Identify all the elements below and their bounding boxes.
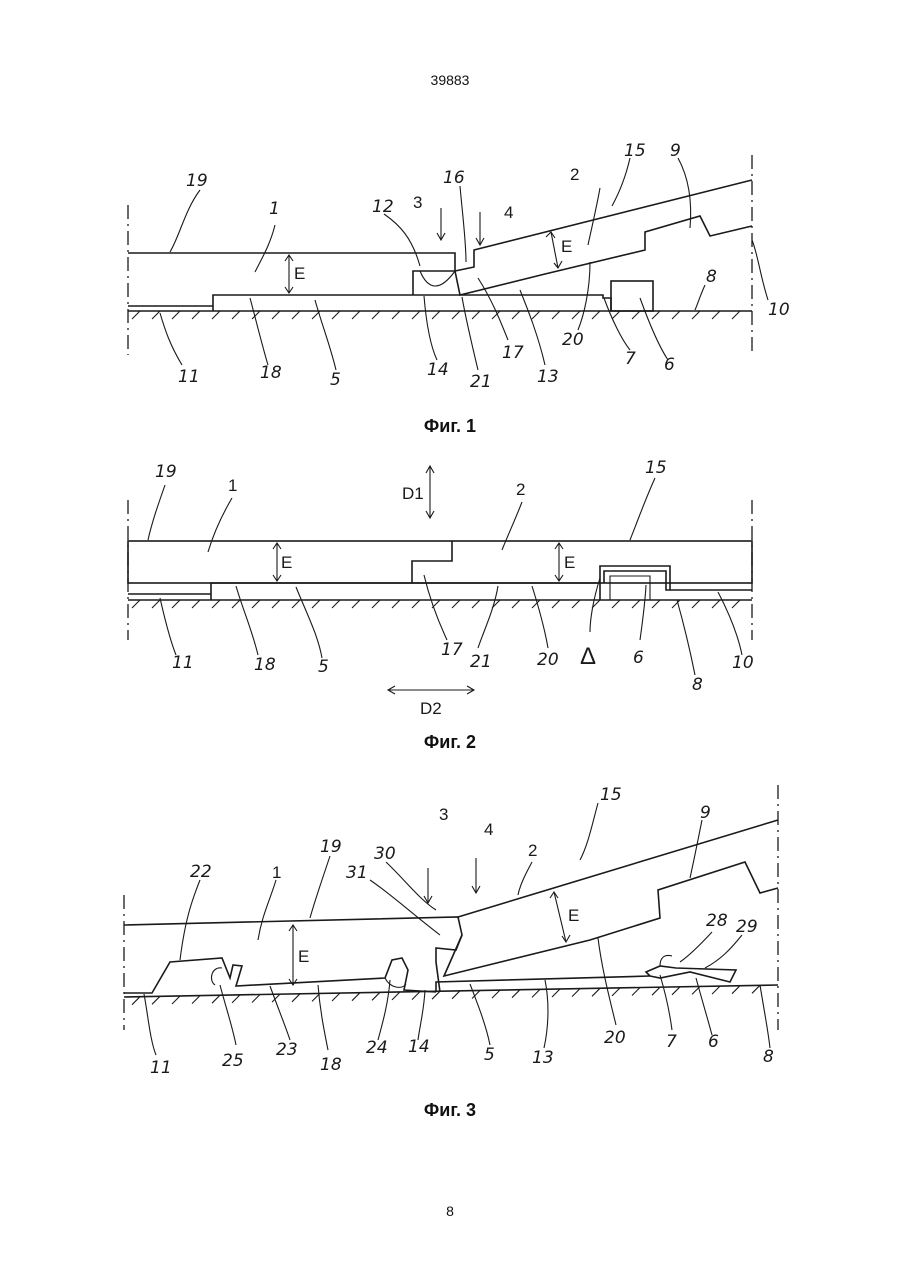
figure-1-caption: Фиг. 1 bbox=[0, 416, 900, 437]
ref-label: 11 bbox=[172, 653, 194, 673]
ref-label: 19 bbox=[320, 837, 342, 857]
ref-label: 1 bbox=[269, 199, 280, 219]
ref-label: 24 bbox=[366, 1038, 388, 1058]
ref-label: 16 bbox=[443, 168, 465, 188]
direction-label: D2 bbox=[420, 699, 442, 718]
ref-label: 2 bbox=[570, 165, 579, 184]
ground-hatching bbox=[132, 311, 740, 319]
ref-label: 18 bbox=[320, 1055, 342, 1075]
ref-label: 4 bbox=[504, 203, 513, 222]
ref-label: 17 bbox=[441, 640, 463, 660]
dimension-label: E bbox=[561, 237, 572, 256]
ref-label: 20 bbox=[562, 330, 584, 350]
direction-label: D1 bbox=[402, 484, 424, 503]
ref-label: 7 bbox=[625, 349, 636, 369]
ref-label: 21 bbox=[470, 372, 492, 392]
ref-label: 11 bbox=[178, 367, 200, 387]
ref-label: 14 bbox=[427, 360, 449, 380]
ref-label: 15 bbox=[645, 458, 667, 478]
ref-label: 28 bbox=[706, 911, 728, 931]
ref-label: 2 bbox=[516, 480, 525, 499]
ref-label: 1 bbox=[272, 863, 281, 882]
ref-label: 10 bbox=[732, 653, 754, 673]
ref-label: 5 bbox=[330, 370, 341, 390]
ref-label: 2 bbox=[528, 841, 537, 860]
ref-label: 5 bbox=[484, 1045, 495, 1065]
figure-3-caption: Фиг. 3 bbox=[0, 1100, 900, 1121]
ref-label: 9 bbox=[700, 803, 711, 823]
ref-label: 1 bbox=[228, 476, 237, 495]
dimension-label: E bbox=[281, 553, 292, 572]
ref-label: 18 bbox=[260, 363, 282, 383]
ref-label: 5 bbox=[318, 657, 329, 677]
ref-label: 19 bbox=[155, 462, 177, 482]
ref-label: 23 bbox=[276, 1040, 298, 1060]
ground-hatching bbox=[132, 600, 740, 608]
ref-label: 4 bbox=[484, 820, 493, 839]
ref-label: 25 bbox=[222, 1051, 244, 1071]
ref-label: 3 bbox=[439, 805, 448, 824]
dimension-label: E bbox=[294, 264, 305, 283]
ref-label: 22 bbox=[190, 862, 212, 882]
dimension-label: E bbox=[568, 906, 579, 925]
ref-label: 15 bbox=[600, 785, 622, 805]
figure-3-drawing: 22 1 19 30 31 3 4 2 15 9 28 29 E E 11 25… bbox=[0, 770, 900, 1090]
ref-label: 7 bbox=[666, 1032, 677, 1052]
ref-label: Δ bbox=[580, 643, 596, 670]
ref-label: 9 bbox=[670, 141, 681, 161]
ref-label: 12 bbox=[372, 197, 394, 217]
ref-label: 15 bbox=[624, 141, 646, 161]
ref-label: 30 bbox=[374, 844, 396, 864]
ref-label: 3 bbox=[413, 193, 422, 212]
page-number: 8 bbox=[0, 1203, 900, 1219]
ref-label: 11 bbox=[150, 1058, 172, 1078]
ref-label: 14 bbox=[408, 1037, 430, 1057]
dimension-label: E bbox=[564, 553, 575, 572]
ref-label: 13 bbox=[532, 1048, 554, 1068]
ref-label: 8 bbox=[706, 267, 717, 287]
figure-1-drawing: 19 1 E 12 3 16 4 2 E 15 9 8 10 11 18 5 1… bbox=[0, 0, 900, 420]
ref-label: 19 bbox=[186, 171, 208, 191]
ref-label: 6 bbox=[664, 355, 675, 375]
ref-label: 20 bbox=[604, 1028, 626, 1048]
ref-label: 8 bbox=[692, 675, 703, 695]
dimension-label: E bbox=[298, 947, 309, 966]
ref-label: 13 bbox=[537, 367, 559, 387]
ref-label: 8 bbox=[763, 1047, 774, 1067]
ref-label: 18 bbox=[254, 655, 276, 675]
ref-label: 20 bbox=[537, 650, 559, 670]
ref-label: 17 bbox=[502, 343, 524, 363]
figure-2-caption: Фиг. 2 bbox=[0, 732, 900, 753]
ref-label: 29 bbox=[736, 917, 758, 937]
ref-label: 31 bbox=[346, 863, 368, 883]
figure-2-drawing: 19 1 D1 2 15 E E 11 18 5 17 21 20 Δ 6 8 … bbox=[0, 450, 900, 750]
ref-label: 6 bbox=[708, 1032, 719, 1052]
ref-label: 21 bbox=[470, 652, 492, 672]
ref-label: 6 bbox=[633, 648, 644, 668]
ref-label: 10 bbox=[768, 300, 790, 320]
